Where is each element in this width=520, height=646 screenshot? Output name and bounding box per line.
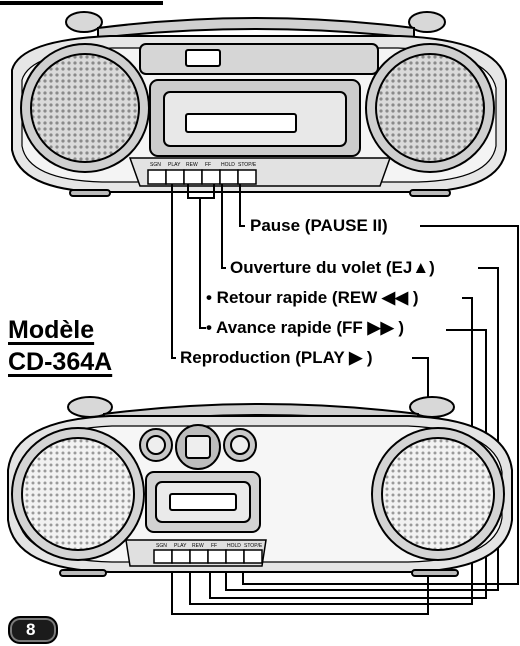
bottom-button-legends: SGN PLAY REW FF HOLD STOP/E bbox=[156, 543, 263, 549]
label-eject-text: Ouverture du volet (EJ bbox=[230, 258, 413, 277]
bottom-legend-stop: STOP/E bbox=[244, 543, 263, 549]
line-eject-bottom bbox=[225, 267, 499, 591]
label-play-end: ) bbox=[362, 348, 373, 367]
label-eject-end: ) bbox=[429, 258, 435, 277]
line-pause-bottom bbox=[242, 225, 519, 585]
label-rew-end: ) bbox=[408, 288, 419, 307]
label-rew-text: • Retour rapide (REW bbox=[206, 288, 382, 307]
line-eject-top bbox=[221, 184, 226, 269]
page-number: 8 bbox=[26, 620, 36, 639]
top-boombox bbox=[11, 11, 507, 197]
line-play-bottom bbox=[171, 357, 429, 615]
bottom-legend-rew: REW bbox=[192, 543, 204, 549]
page-number-badge: 8 bbox=[8, 616, 58, 644]
top-legend-ff: FF bbox=[205, 162, 211, 168]
line-rew-bottom bbox=[189, 297, 473, 605]
top-control-buttons bbox=[147, 169, 257, 185]
top-legend-rew: REW bbox=[186, 162, 198, 168]
label-ff: • Avance rapide (FF ▶▶ ) bbox=[206, 318, 404, 338]
bottom-boombox bbox=[7, 396, 513, 577]
top-legend-stop: STOP/E bbox=[238, 162, 257, 168]
label-pause: Pause (PAUSE II) bbox=[250, 216, 388, 236]
bottom-legend-play: PLAY bbox=[174, 543, 187, 549]
top-legend-sgn: SGN bbox=[150, 162, 161, 168]
pause-symbol-icon: II bbox=[372, 216, 382, 235]
fast-forward-symbol-icon: ▶▶ bbox=[367, 318, 394, 337]
model-line-2: CD-364A bbox=[8, 348, 113, 376]
top-legend-hold: HOLD bbox=[221, 162, 235, 168]
bottom-legend-ff: FF bbox=[211, 543, 217, 549]
line-ff-top bbox=[199, 198, 206, 329]
bottom-legend-sgn: SGN bbox=[156, 543, 167, 549]
top-legend-play: PLAY bbox=[168, 162, 181, 168]
rewind-symbol-icon: ◀◀ bbox=[381, 288, 409, 307]
line-pause-top bbox=[239, 184, 245, 227]
label-pause-text: Pause (PAUSE bbox=[250, 216, 373, 235]
eject-symbol-icon: ▲ bbox=[412, 258, 430, 277]
label-eject: Ouverture du volet (EJ▲) bbox=[230, 258, 435, 278]
play-symbol-icon: ▶ bbox=[349, 348, 363, 367]
bottom-legend-hold: HOLD bbox=[227, 543, 241, 549]
top-button-legends: SGN PLAY REW FF HOLD STOP/E bbox=[150, 162, 257, 168]
label-rew: • Retour rapide (REW ◀◀ ) bbox=[206, 288, 419, 308]
connector-lines bbox=[171, 184, 519, 615]
label-ff-text: • Avance rapide (FF bbox=[206, 318, 368, 337]
label-pause-end: ) bbox=[381, 216, 388, 235]
label-play: Reproduction (PLAY ▶ ) bbox=[180, 348, 373, 368]
bottom-control-buttons bbox=[153, 549, 263, 564]
label-ff-end: ) bbox=[393, 318, 405, 337]
label-play-text: Reproduction (PLAY bbox=[180, 348, 350, 367]
model-line-1: Modèle bbox=[8, 316, 95, 344]
line-play-top bbox=[171, 184, 176, 359]
